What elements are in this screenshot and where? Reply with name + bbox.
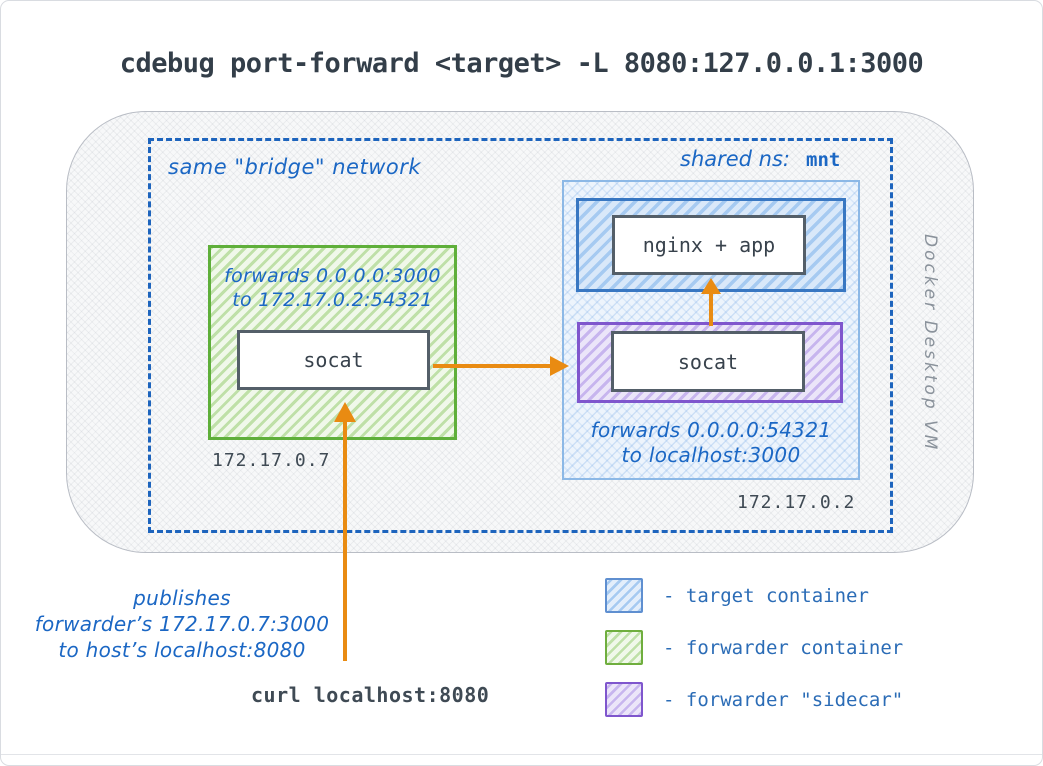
legend-label-sidecar: - forwarder "sidecar" xyxy=(663,688,904,711)
sidecar-note: forwards 0.0.0.0:54321 to localhost:3000 xyxy=(564,418,858,468)
sidecar-socat-box: socat xyxy=(611,331,805,392)
forwarder-container-box: forwards 0.0.0.0:3000 to 172.17.0.2:5432… xyxy=(208,245,457,440)
sidecar-swatch-icon xyxy=(605,682,643,717)
legend: - target container - forwarder container… xyxy=(605,578,903,734)
arrow-sidecar-to-app-head-icon xyxy=(701,278,721,294)
sidecar-socat-label: socat xyxy=(677,349,739,374)
shared-ns-label-group: shared ns: mnt xyxy=(680,147,840,171)
bridge-network-label: same "bridge" network xyxy=(168,155,422,179)
docker-vm-box: Docker Desktop VM same "bridge" network … xyxy=(66,111,974,553)
forwarder-ip-label: 172.17.0.7 xyxy=(212,450,331,471)
publish-note-line2: forwarder’s 172.17.0.7:3000 xyxy=(34,612,330,636)
docker-vm-label: Docker Desktop VM xyxy=(920,234,940,453)
target-container-box: nginx + app xyxy=(576,198,846,292)
legend-label-forwarder: - forwarder container xyxy=(663,636,904,659)
legend-label-target: - target container xyxy=(663,584,869,607)
curl-command: curl localhost:8080 xyxy=(251,683,490,707)
target-ip-label: 172.17.0.2 xyxy=(737,492,856,513)
sidecar-note-line1: forwards 0.0.0.0:54321 xyxy=(590,418,832,442)
legend-row-target: - target container xyxy=(605,578,903,613)
bridge-network-box: same "bridge" network forwards 0.0.0.0:3… xyxy=(148,138,893,533)
target-app-label: nginx + app xyxy=(642,233,776,257)
shared-ns-label: shared ns: xyxy=(680,147,791,171)
publish-note-line3: to host’s localhost:8080 xyxy=(58,638,306,662)
window-bottom-border xyxy=(1,754,1042,755)
forwarder-note: forwards 0.0.0.0:3000 to 172.17.0.2:5432… xyxy=(211,264,454,312)
forwarder-note-line1: forwards 0.0.0.0:3000 xyxy=(224,265,441,287)
forwarder-sidecar-box: socat xyxy=(577,322,843,403)
sidecar-note-line2: to localhost:3000 xyxy=(621,443,801,467)
legend-row-sidecar: - forwarder "sidecar" xyxy=(605,682,903,717)
forwarder-swatch-icon xyxy=(605,630,643,665)
page-title: cdebug port-forward <target> -L 8080:127… xyxy=(119,48,924,79)
arrow-forwarder-to-sidecar-head-icon xyxy=(550,356,569,376)
shared-ns-value: mnt xyxy=(806,149,841,171)
forwarder-note-line2: to 172.17.0.2:54321 xyxy=(232,289,433,311)
forwarder-socat-label: socat xyxy=(303,348,364,372)
publish-note-line1: publishes xyxy=(133,586,231,610)
forwarder-socat-box: socat xyxy=(237,330,430,390)
arrow-forwarder-to-sidecar-line xyxy=(433,364,551,368)
arrow-host-to-forwarder-head-icon xyxy=(334,402,356,422)
shared-namespace-box: nginx + app socat forwards 0.0.0.0:54321… xyxy=(562,180,860,480)
legend-row-forwarder: - forwarder container xyxy=(605,630,903,665)
target-swatch-icon xyxy=(605,578,643,613)
arrow-host-to-forwarder-line xyxy=(343,420,347,661)
publish-note: publishes forwarder’s 172.17.0.7:3000 to… xyxy=(29,585,335,663)
arrow-sidecar-to-app-line xyxy=(709,293,713,326)
target-app-box: nginx + app xyxy=(612,215,806,275)
